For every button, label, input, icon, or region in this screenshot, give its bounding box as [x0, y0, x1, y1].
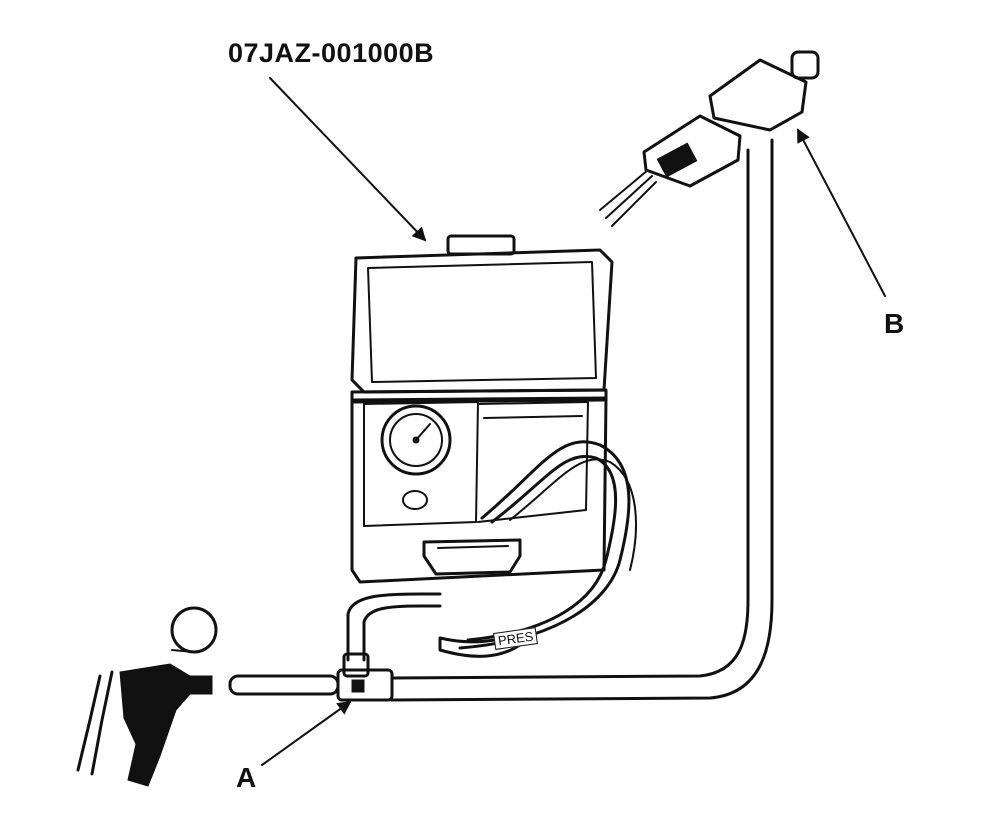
sensor-connector-icon: [599, 50, 820, 227]
t-fitting-icon: [336, 652, 394, 702]
case-button-icon: [402, 490, 428, 510]
case-hoses: [438, 440, 637, 658]
callout-b-label: B: [884, 308, 905, 339]
callout-a-label: A: [236, 762, 257, 793]
leader-arrow-a: [261, 700, 352, 766]
short-tube: [228, 674, 340, 696]
leader-arrow-b: [797, 128, 886, 297]
sensor-hose: [390, 138, 774, 702]
leader-arrow-part-number: [269, 77, 427, 242]
vacuum-pump-icon: [76, 606, 218, 787]
part-number-label: 07JAZ-001000B: [228, 38, 435, 68]
pressure-gauge-icon: [380, 404, 452, 476]
tester-case: [350, 234, 614, 584]
tee-riser-tube: [346, 592, 442, 662]
